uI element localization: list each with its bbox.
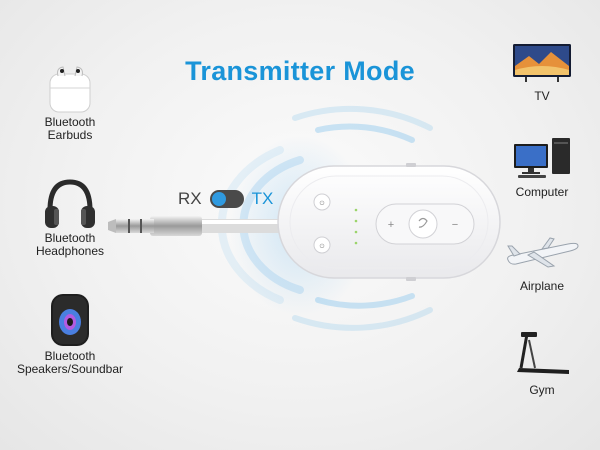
svg-text:+: + (388, 219, 394, 231)
device-computer: Computer (496, 136, 588, 199)
airplane-label: Airplane (519, 279, 565, 293)
gym-label: Gym (529, 383, 555, 397)
headphones-icon (45, 179, 95, 228)
device-tv: TV (500, 42, 584, 103)
tv-label: TV (534, 89, 550, 103)
device-earbuds: Bluetooth Earbuds (20, 64, 120, 142)
device-headphones: Bluetooth Headphones (20, 176, 120, 258)
aux-plug-icon (108, 216, 297, 236)
svg-text:⏻: ⏻ (320, 200, 325, 207)
computer-icon (514, 138, 570, 178)
earbuds-label-line2: Earbuds (47, 128, 93, 142)
svg-text:−: − (452, 219, 458, 231)
earbuds-label-line1: Bluetooth (44, 115, 96, 129)
speakers-label-line2: Speakers/Soundbar (16, 362, 124, 376)
headphones-label-line1: Bluetooth (44, 231, 96, 245)
computer-label: Computer (515, 185, 569, 199)
tx-label: TX (251, 189, 274, 208)
speaker-icon (51, 294, 89, 346)
mode-switch: RX TX (178, 187, 273, 211)
toggle-icon (209, 190, 244, 208)
rx-label: RX (178, 189, 202, 208)
transmitter-device-icon: ⏻ ⏻ + − (277, 163, 501, 281)
svg-text:⏻: ⏻ (320, 243, 325, 250)
page-title: Transmitter Mode (185, 56, 415, 86)
speakers-label-line1: Bluetooth (44, 349, 96, 363)
earbuds-icon (49, 66, 91, 113)
headphones-label-line2: Headphones (35, 244, 105, 258)
device-airplane: Airplane (494, 234, 590, 293)
tv-icon (513, 44, 571, 82)
device-gym: Gym (494, 330, 590, 397)
treadmill-icon (517, 332, 569, 374)
airplane-icon (507, 237, 579, 268)
device-speakers: Bluetooth Speakers/Soundbar (8, 290, 132, 376)
